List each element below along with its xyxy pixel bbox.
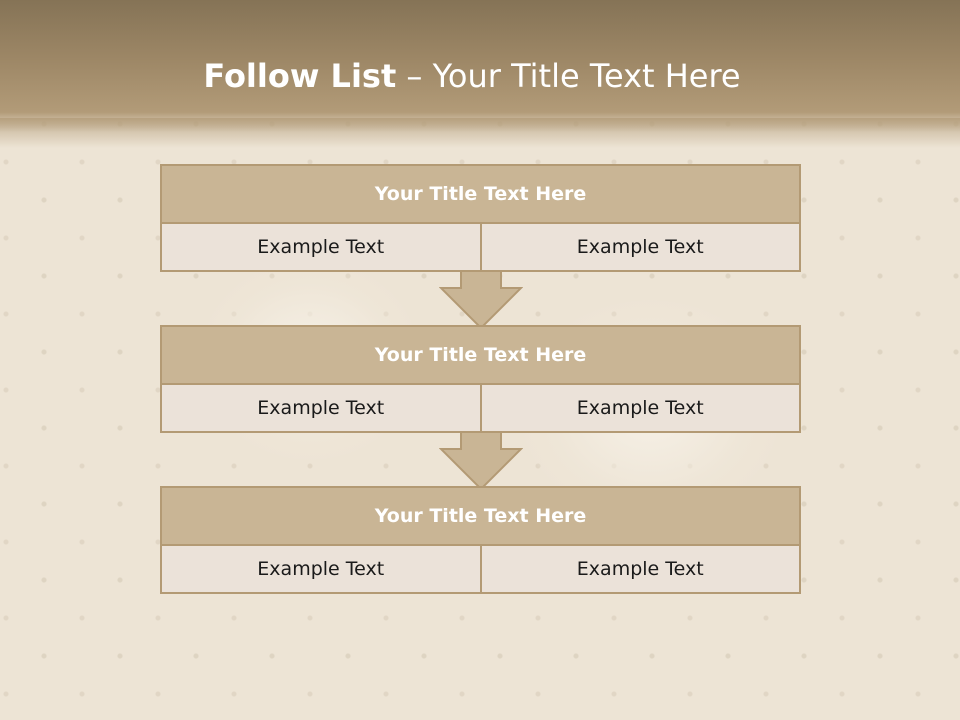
list-block: Your Title Text Here Example Text Exampl…: [160, 164, 801, 272]
slide-title-rest: – Your Title Text Here: [396, 57, 741, 95]
block-row: Example Text Example Text: [162, 224, 799, 270]
block-title: Your Title Text Here: [162, 166, 799, 224]
block-cell: Example Text: [162, 224, 480, 270]
block-title: Your Title Text Here: [162, 488, 799, 546]
block-cell: Example Text: [162, 546, 480, 592]
list-block: Your Title Text Here Example Text Exampl…: [160, 325, 801, 433]
down-arrow-icon: [439, 270, 523, 330]
block-cell: Example Text: [479, 385, 799, 431]
slide-title: Follow List – Your Title Text Here: [0, 52, 944, 100]
block-row: Example Text Example Text: [162, 546, 799, 592]
block-cell: Example Text: [479, 546, 799, 592]
down-arrow-icon: [439, 431, 523, 491]
block-cell: Example Text: [162, 385, 480, 431]
block-row: Example Text Example Text: [162, 385, 799, 431]
block-title: Your Title Text Here: [162, 327, 799, 385]
block-cell: Example Text: [479, 224, 799, 270]
list-block: Your Title Text Here Example Text Exampl…: [160, 486, 801, 594]
slide-header-fade: [0, 118, 960, 148]
slide-header-band: [0, 0, 960, 132]
slide-title-strong: Follow List: [203, 57, 397, 95]
